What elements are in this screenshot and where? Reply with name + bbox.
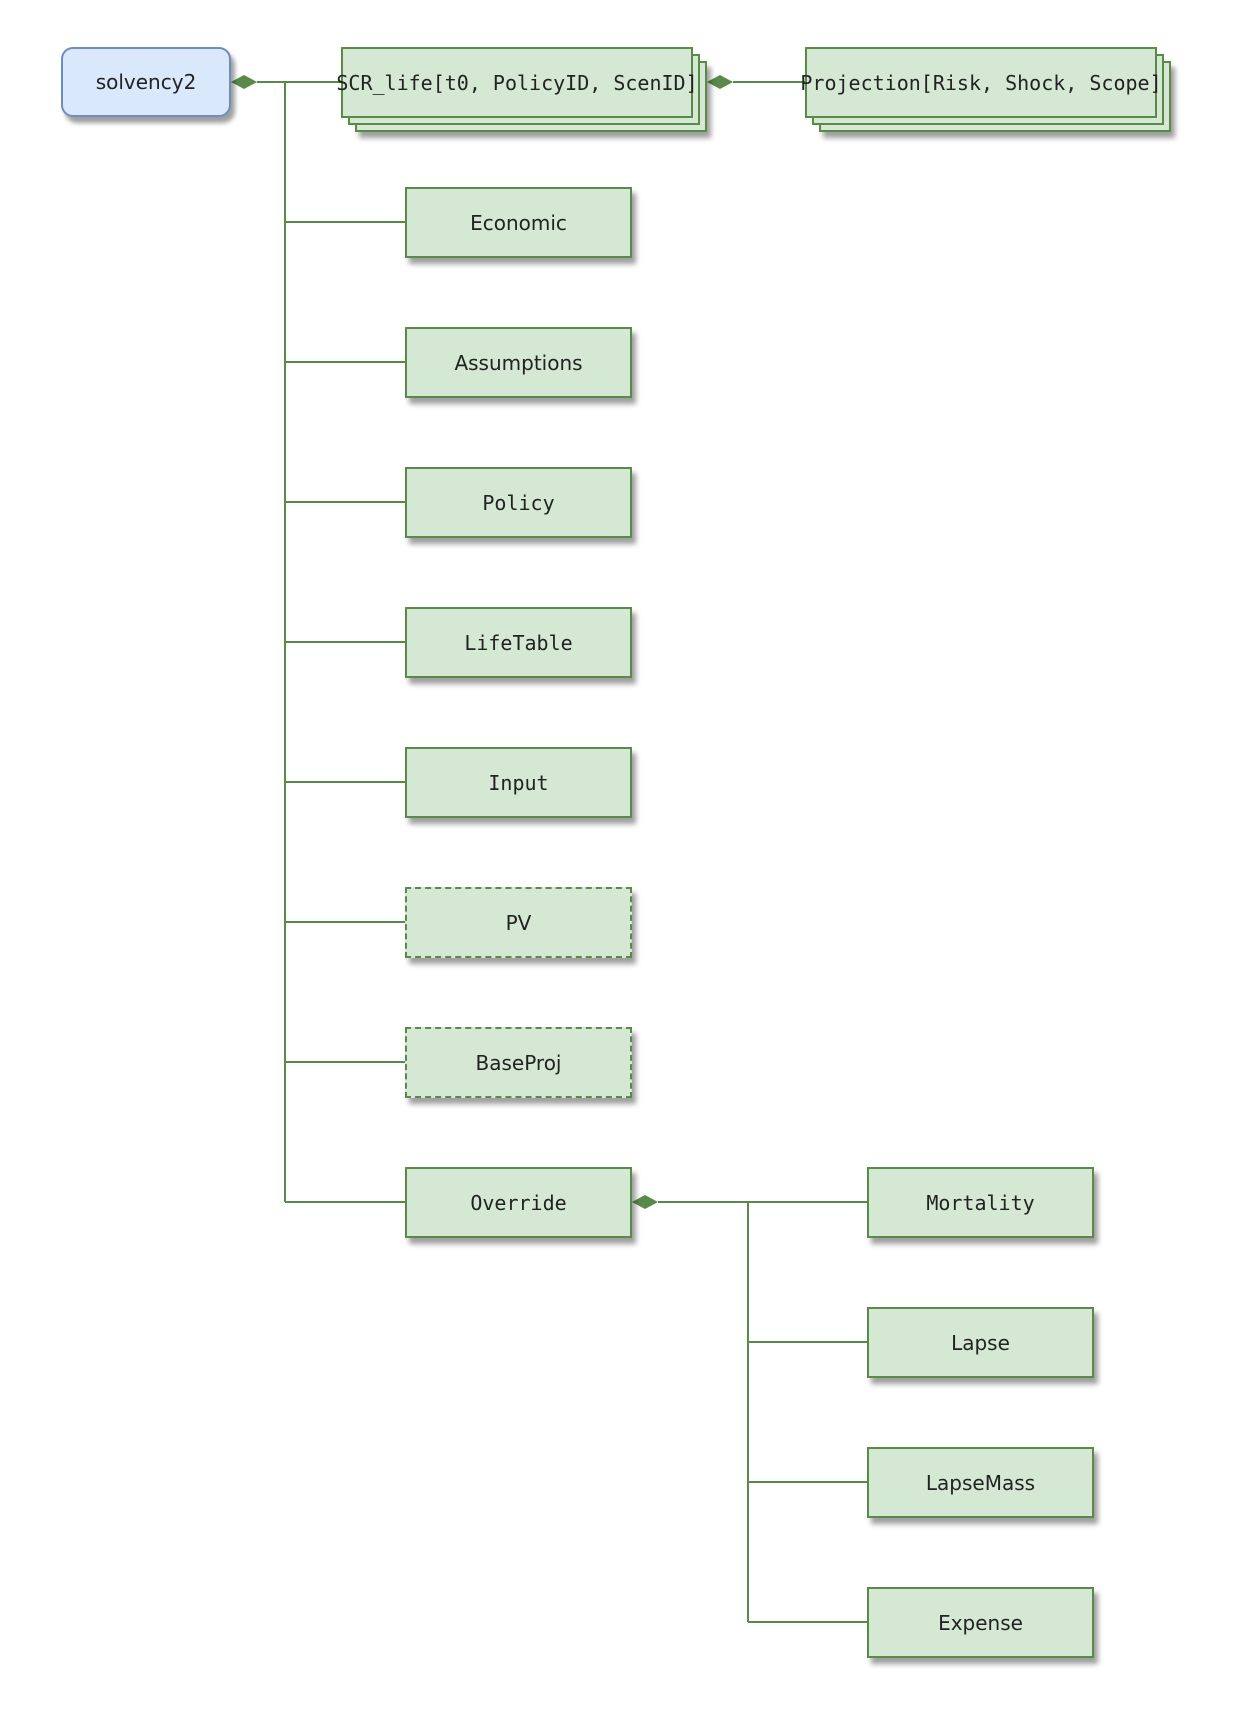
composition-diamond-space: [707, 75, 733, 89]
node-label: Mortality: [926, 1190, 1035, 1215]
node-expense[interactable]: Expense: [867, 1587, 1094, 1658]
node-mortality[interactable]: Mortality: [867, 1167, 1094, 1238]
subspace-node-projection[interactable]: Projection[Risk, Shock, Scope]: [800, 47, 1171, 142]
node-lifetable[interactable]: LifeTable: [405, 607, 632, 678]
node-label: Expense: [938, 1610, 1023, 1635]
space-label: SCR_life[t0, PolicyID, ScenID]: [336, 70, 698, 95]
root-label: solvency2: [95, 70, 197, 94]
stack-layer-front: Projection[Risk, Shock, Scope]: [800, 47, 1162, 118]
node-label: Input: [488, 770, 549, 795]
node-assumptions[interactable]: Assumptions: [405, 327, 632, 398]
composition-diamond-root: [231, 75, 257, 89]
node-pv[interactable]: PV: [405, 887, 632, 958]
node-input[interactable]: Input: [405, 747, 632, 818]
node-label: Assumptions: [454, 350, 583, 375]
node-label: BaseProj: [475, 1050, 562, 1075]
composition-diamond-override: [632, 1195, 658, 1209]
node-label: Economic: [470, 210, 567, 235]
node-economic[interactable]: Economic: [405, 187, 632, 258]
stack-layer-front: SCR_life[t0, PolicyID, ScenID]: [336, 47, 698, 118]
node-lapse[interactable]: Lapse: [867, 1307, 1094, 1378]
subspace-label: Projection[Risk, Shock, Scope]: [800, 70, 1162, 95]
node-baseproj[interactable]: BaseProj: [405, 1027, 632, 1098]
node-label: PV: [505, 910, 532, 935]
node-label: Lapse: [951, 1330, 1010, 1355]
node-label: Policy: [482, 490, 555, 515]
node-label: LifeTable: [464, 630, 573, 655]
root-node-solvency2[interactable]: solvency2: [61, 47, 231, 117]
node-label: LapseMass: [925, 1470, 1036, 1495]
space-node-scr-life[interactable]: SCR_life[t0, PolicyID, ScenID]: [336, 47, 707, 142]
node-lapsemass[interactable]: LapseMass: [867, 1447, 1094, 1518]
node-label: Override: [470, 1190, 567, 1215]
node-override[interactable]: Override: [405, 1167, 632, 1238]
node-policy[interactable]: Policy: [405, 467, 632, 538]
